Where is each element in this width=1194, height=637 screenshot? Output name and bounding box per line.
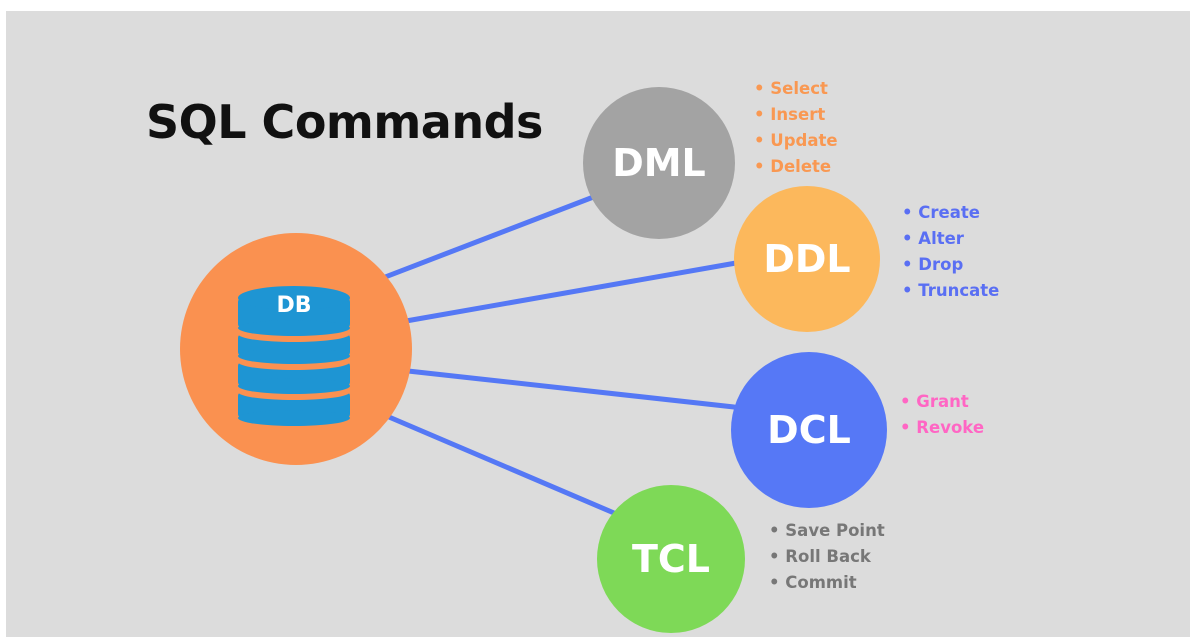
ddl-command: Create — [902, 200, 999, 226]
dcl-label: DCL — [767, 408, 851, 452]
dcl-node: DCL — [731, 352, 887, 508]
dml-label: DML — [612, 141, 706, 185]
dml-command: Update — [754, 128, 837, 154]
dcl-command-list: Grant Revoke — [900, 389, 984, 441]
tcl-command: Commit — [769, 570, 885, 596]
tcl-command-list: Save Point Roll Back Commit — [769, 518, 885, 596]
connector-dcl — [405, 368, 737, 410]
tcl-command: Roll Back — [769, 544, 885, 570]
tcl-command: Save Point — [769, 518, 884, 544]
ddl-node: DDL — [734, 186, 880, 332]
connector-ddl — [403, 260, 739, 324]
ddl-command-list: Create Alter Drop Truncate — [902, 200, 999, 304]
connector-lines — [377, 193, 739, 516]
connector-tcl — [386, 414, 617, 516]
database-icon — [238, 286, 350, 426]
db-label: DB — [276, 293, 312, 318]
diagram-canvas: SQL Commands DB DML DDL — [6, 11, 1190, 637]
ddl-command: Truncate — [902, 278, 999, 304]
dml-node: DML — [583, 87, 735, 239]
dml-command: Insert — [754, 102, 838, 128]
tcl-label: TCL — [631, 537, 711, 581]
connector-dml — [377, 193, 599, 282]
tcl-node: TCL — [597, 485, 745, 633]
dcl-command: Revoke — [900, 415, 984, 441]
ddl-command: Drop — [902, 252, 999, 278]
ddl-label: DDL — [763, 237, 851, 281]
dml-command: Delete — [754, 154, 838, 180]
dml-command: Select — [754, 76, 838, 102]
diagram-title: SQL Commands — [146, 95, 543, 149]
ddl-command: Alter — [902, 226, 999, 252]
dcl-command: Grant — [900, 389, 984, 415]
dml-command-list: Select Insert Update Delete — [754, 76, 838, 180]
